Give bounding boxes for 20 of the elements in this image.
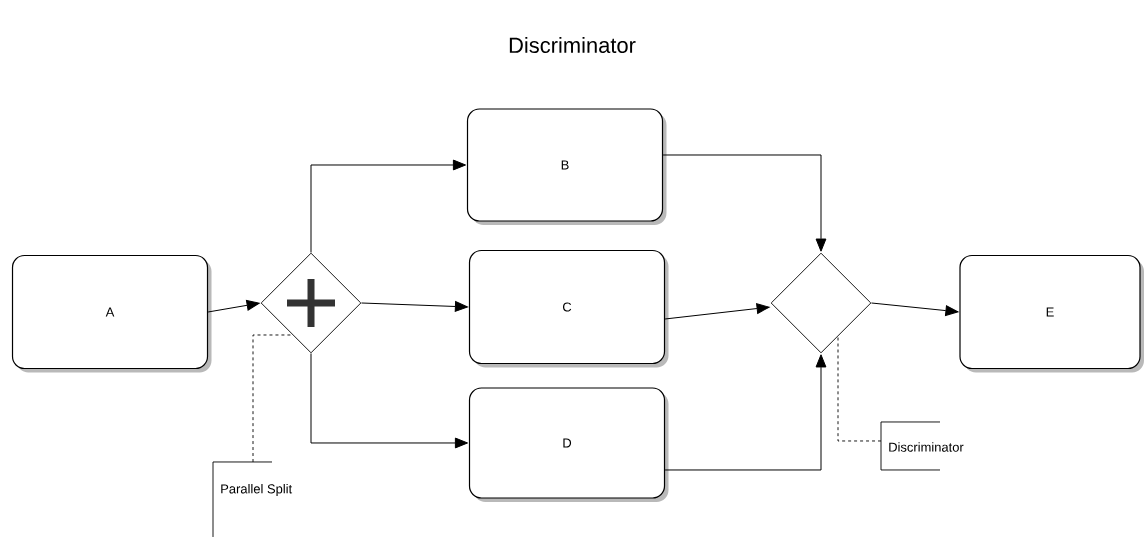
- node-label: E: [1046, 307, 1054, 317]
- task-box: D: [468, 387, 669, 502]
- gateway-diamond: [770, 252, 872, 354]
- arrow: [662, 154, 827, 252]
- annotation: Discriminator: [880, 421, 964, 471]
- task-box: A: [11, 254, 212, 373]
- task-box: E: [959, 254, 1144, 373]
- leader-line: [837, 335, 882, 442]
- title: Discriminator: [509, 36, 636, 54]
- task-box: B: [466, 108, 667, 225]
- parallel-gateway: [260, 252, 362, 354]
- arrow: [207, 299, 260, 313]
- arrow: [360, 301, 469, 312]
- annotation: Parallel Split: [212, 461, 293, 537]
- task-box: C: [468, 249, 669, 368]
- arrow: [664, 354, 827, 471]
- arrow: [870, 302, 959, 316]
- arrow: [310, 352, 469, 449]
- arrow: [664, 303, 770, 320]
- arrow: [310, 159, 467, 254]
